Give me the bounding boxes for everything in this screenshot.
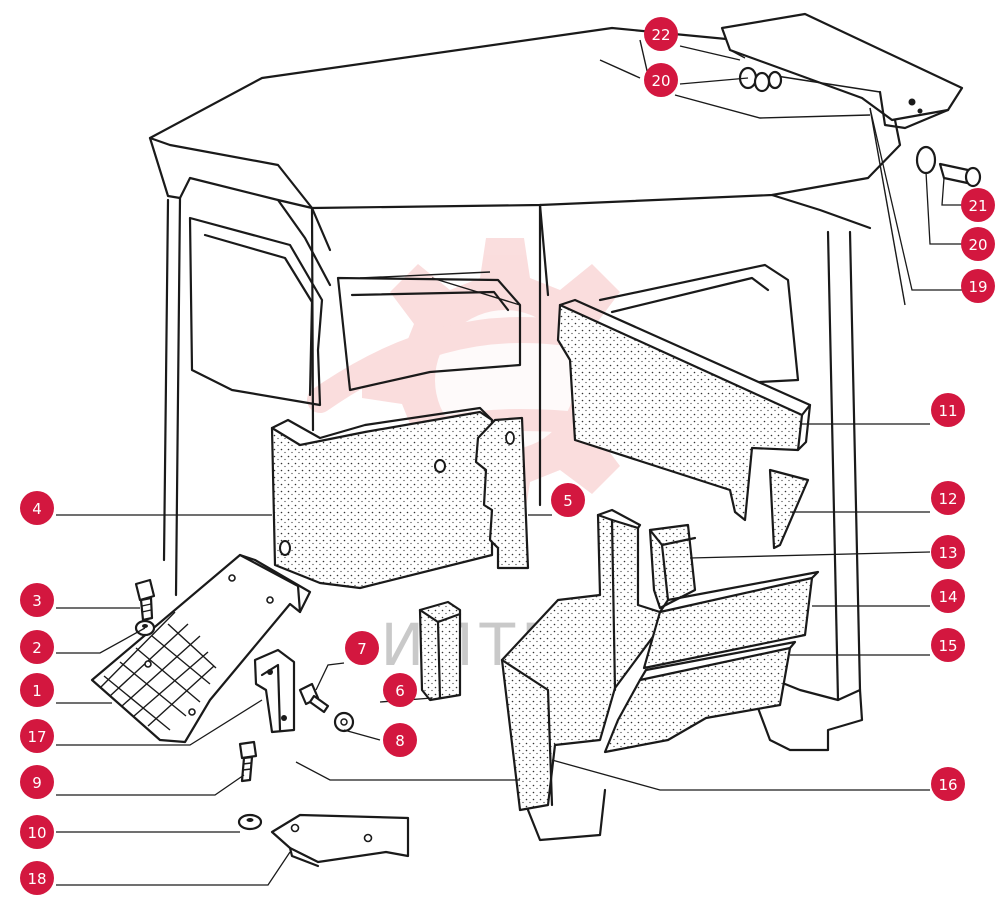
callout-label: 5	[563, 492, 573, 510]
callout-label: 12	[938, 490, 957, 508]
insulation-panel-4	[270, 406, 494, 590]
callout-circle	[20, 491, 54, 525]
callout-circle	[383, 723, 417, 757]
callout-c16: 16	[931, 767, 965, 801]
callout-c15: 15	[931, 628, 965, 662]
insulation-panel-15	[603, 640, 797, 754]
callout-circle	[644, 63, 678, 97]
callout-c21: 21	[961, 188, 995, 222]
callout-label: 20	[651, 72, 670, 90]
callout-circle	[345, 631, 379, 665]
bolt-3	[134, 578, 156, 622]
callout-c9: 9	[20, 765, 54, 799]
callout-label: 2	[32, 639, 42, 657]
foam-bracket-6	[418, 600, 462, 702]
callout-circle	[961, 227, 995, 261]
callout-circle	[931, 481, 965, 515]
callout-c1: 1	[20, 673, 54, 707]
callout-circle	[20, 765, 54, 799]
callout-label: 17	[27, 728, 46, 746]
insulation-strip-5	[474, 416, 530, 570]
callout-label: 9	[32, 774, 42, 792]
callout-label: 14	[938, 588, 957, 606]
callout-label: 6	[395, 682, 405, 700]
callout-circle	[20, 583, 54, 617]
callout-label: 22	[651, 26, 670, 44]
callout-circle	[20, 719, 54, 753]
callout-circle	[931, 767, 965, 801]
callout-label: 11	[938, 402, 957, 420]
callout-c6: 6	[383, 673, 417, 707]
callout-c7: 7	[345, 631, 379, 665]
callout-label: 15	[938, 637, 957, 655]
callout-c20b: 20	[961, 227, 995, 261]
leader-lines	[56, 45, 962, 886]
callout-c12: 12	[931, 481, 965, 515]
insulation-panel-16	[500, 508, 662, 812]
callout-circle	[20, 861, 54, 895]
callout-circle	[961, 269, 995, 303]
insulation-panel-11	[556, 298, 812, 522]
callout-c8: 8	[383, 723, 417, 757]
bolt-part-21	[915, 145, 982, 188]
angle-bracket-17	[253, 648, 296, 734]
insulation-panel-14	[642, 570, 820, 670]
callout-c14: 14	[931, 579, 965, 613]
callout-label: 13	[938, 544, 957, 562]
plate-18	[270, 813, 410, 868]
roof-bracket-part	[720, 12, 964, 130]
callout-circle	[551, 483, 585, 517]
callout-label: 21	[968, 197, 987, 215]
callout-label: 16	[938, 776, 957, 794]
callout-label: 3	[32, 592, 42, 610]
callout-label: 8	[395, 732, 405, 750]
callout-label: 1	[32, 682, 42, 700]
callout-circle	[961, 188, 995, 222]
callout-c11: 11	[931, 393, 965, 427]
callout-circle	[931, 579, 965, 613]
bolt-9	[238, 740, 258, 783]
callout-c10: 10	[20, 815, 54, 849]
cab-body	[148, 26, 907, 842]
callout-circle	[20, 815, 54, 849]
callout-c19: 19	[961, 269, 995, 303]
callout-label: 7	[357, 640, 367, 658]
callout-label: 4	[32, 500, 42, 518]
washer-10	[237, 813, 263, 831]
nut-8	[333, 711, 355, 733]
bolt-7	[298, 682, 330, 714]
callout-circle	[20, 630, 54, 664]
callout-c20a: 20	[644, 63, 678, 97]
callout-c5: 5	[551, 483, 585, 517]
callout-label: 18	[27, 870, 46, 888]
callout-c13: 13	[931, 535, 965, 569]
callout-circle	[644, 17, 678, 51]
callout-label: 19	[968, 278, 987, 296]
foam-wedge-12	[768, 468, 810, 550]
callout-c2: 2	[20, 630, 54, 664]
callout-c17: 17	[20, 719, 54, 753]
callout-circle	[20, 673, 54, 707]
callout-circle	[931, 535, 965, 569]
callout-c4: 4	[20, 491, 54, 525]
nut-part-22	[738, 66, 783, 93]
floor-plate-1	[90, 553, 312, 744]
callout-circle	[931, 393, 965, 427]
callout-c18: 18	[20, 861, 54, 895]
callout-circle	[931, 628, 965, 662]
callout-circle	[383, 673, 417, 707]
callout-c3: 3	[20, 583, 54, 617]
callout-c22: 22	[644, 17, 678, 51]
callout-label: 20	[968, 236, 987, 254]
callout-label: 10	[27, 824, 46, 842]
